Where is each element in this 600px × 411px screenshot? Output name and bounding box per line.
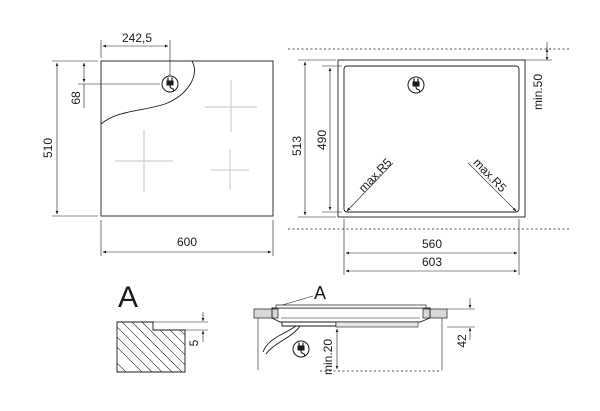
power-cable (262, 325, 297, 353)
radius-right-label: max.R5 (470, 155, 509, 195)
dim-560-label: 560 (422, 237, 442, 251)
detail-a-hatching (117, 322, 185, 372)
detail-a: A 5 (116, 281, 208, 373)
radius-leader-left (346, 162, 394, 212)
callout-a-leader (278, 295, 314, 307)
hob-outline (100, 60, 274, 217)
dim-242-label: 242,5 (122, 31, 152, 45)
dim-5-label: 5 (187, 339, 201, 346)
burner-front-right (211, 150, 249, 190)
detail-a-label: A (118, 281, 138, 314)
radius-left-label: max.R5 (356, 155, 395, 195)
worktop-left (253, 308, 279, 319)
cutout-outer (337, 59, 526, 218)
hob-glass (275, 304, 427, 309)
hob-cable-cutaway (100, 60, 195, 125)
dim-513-label: 513 (290, 136, 304, 156)
plug-icon (161, 75, 179, 93)
dim-510-label: 510 (41, 138, 55, 158)
radius-leader-right (467, 162, 517, 212)
side-section: A min.20 42 (253, 283, 475, 375)
cutout-view: min.50 513 490 max.R5 max.R5 560 603 (288, 42, 570, 275)
dim-600-label: 600 (177, 235, 197, 249)
plug-icon-section (292, 340, 310, 358)
dim-min20-label: min.20 (321, 339, 335, 375)
dim-68-label: 68 (69, 91, 83, 105)
worktop-right (422, 308, 448, 319)
dim-603-label: 603 (422, 255, 442, 269)
plug-icon-cutout (407, 76, 425, 94)
dim-490-label: 490 (315, 130, 329, 150)
dim-min50-label: min.50 (531, 74, 545, 110)
hob-lower-body (281, 322, 337, 327)
burner-front-left (115, 130, 173, 192)
cutout-inner (343, 65, 520, 213)
callout-a-label: A (314, 283, 326, 303)
hob-top-view: 600 510 242,5 68 (41, 31, 274, 256)
dim-42-label: 42 (455, 334, 469, 348)
hob-section-body (271, 307, 431, 323)
burner-rear-right (205, 80, 257, 132)
hob-control-block (335, 321, 419, 328)
